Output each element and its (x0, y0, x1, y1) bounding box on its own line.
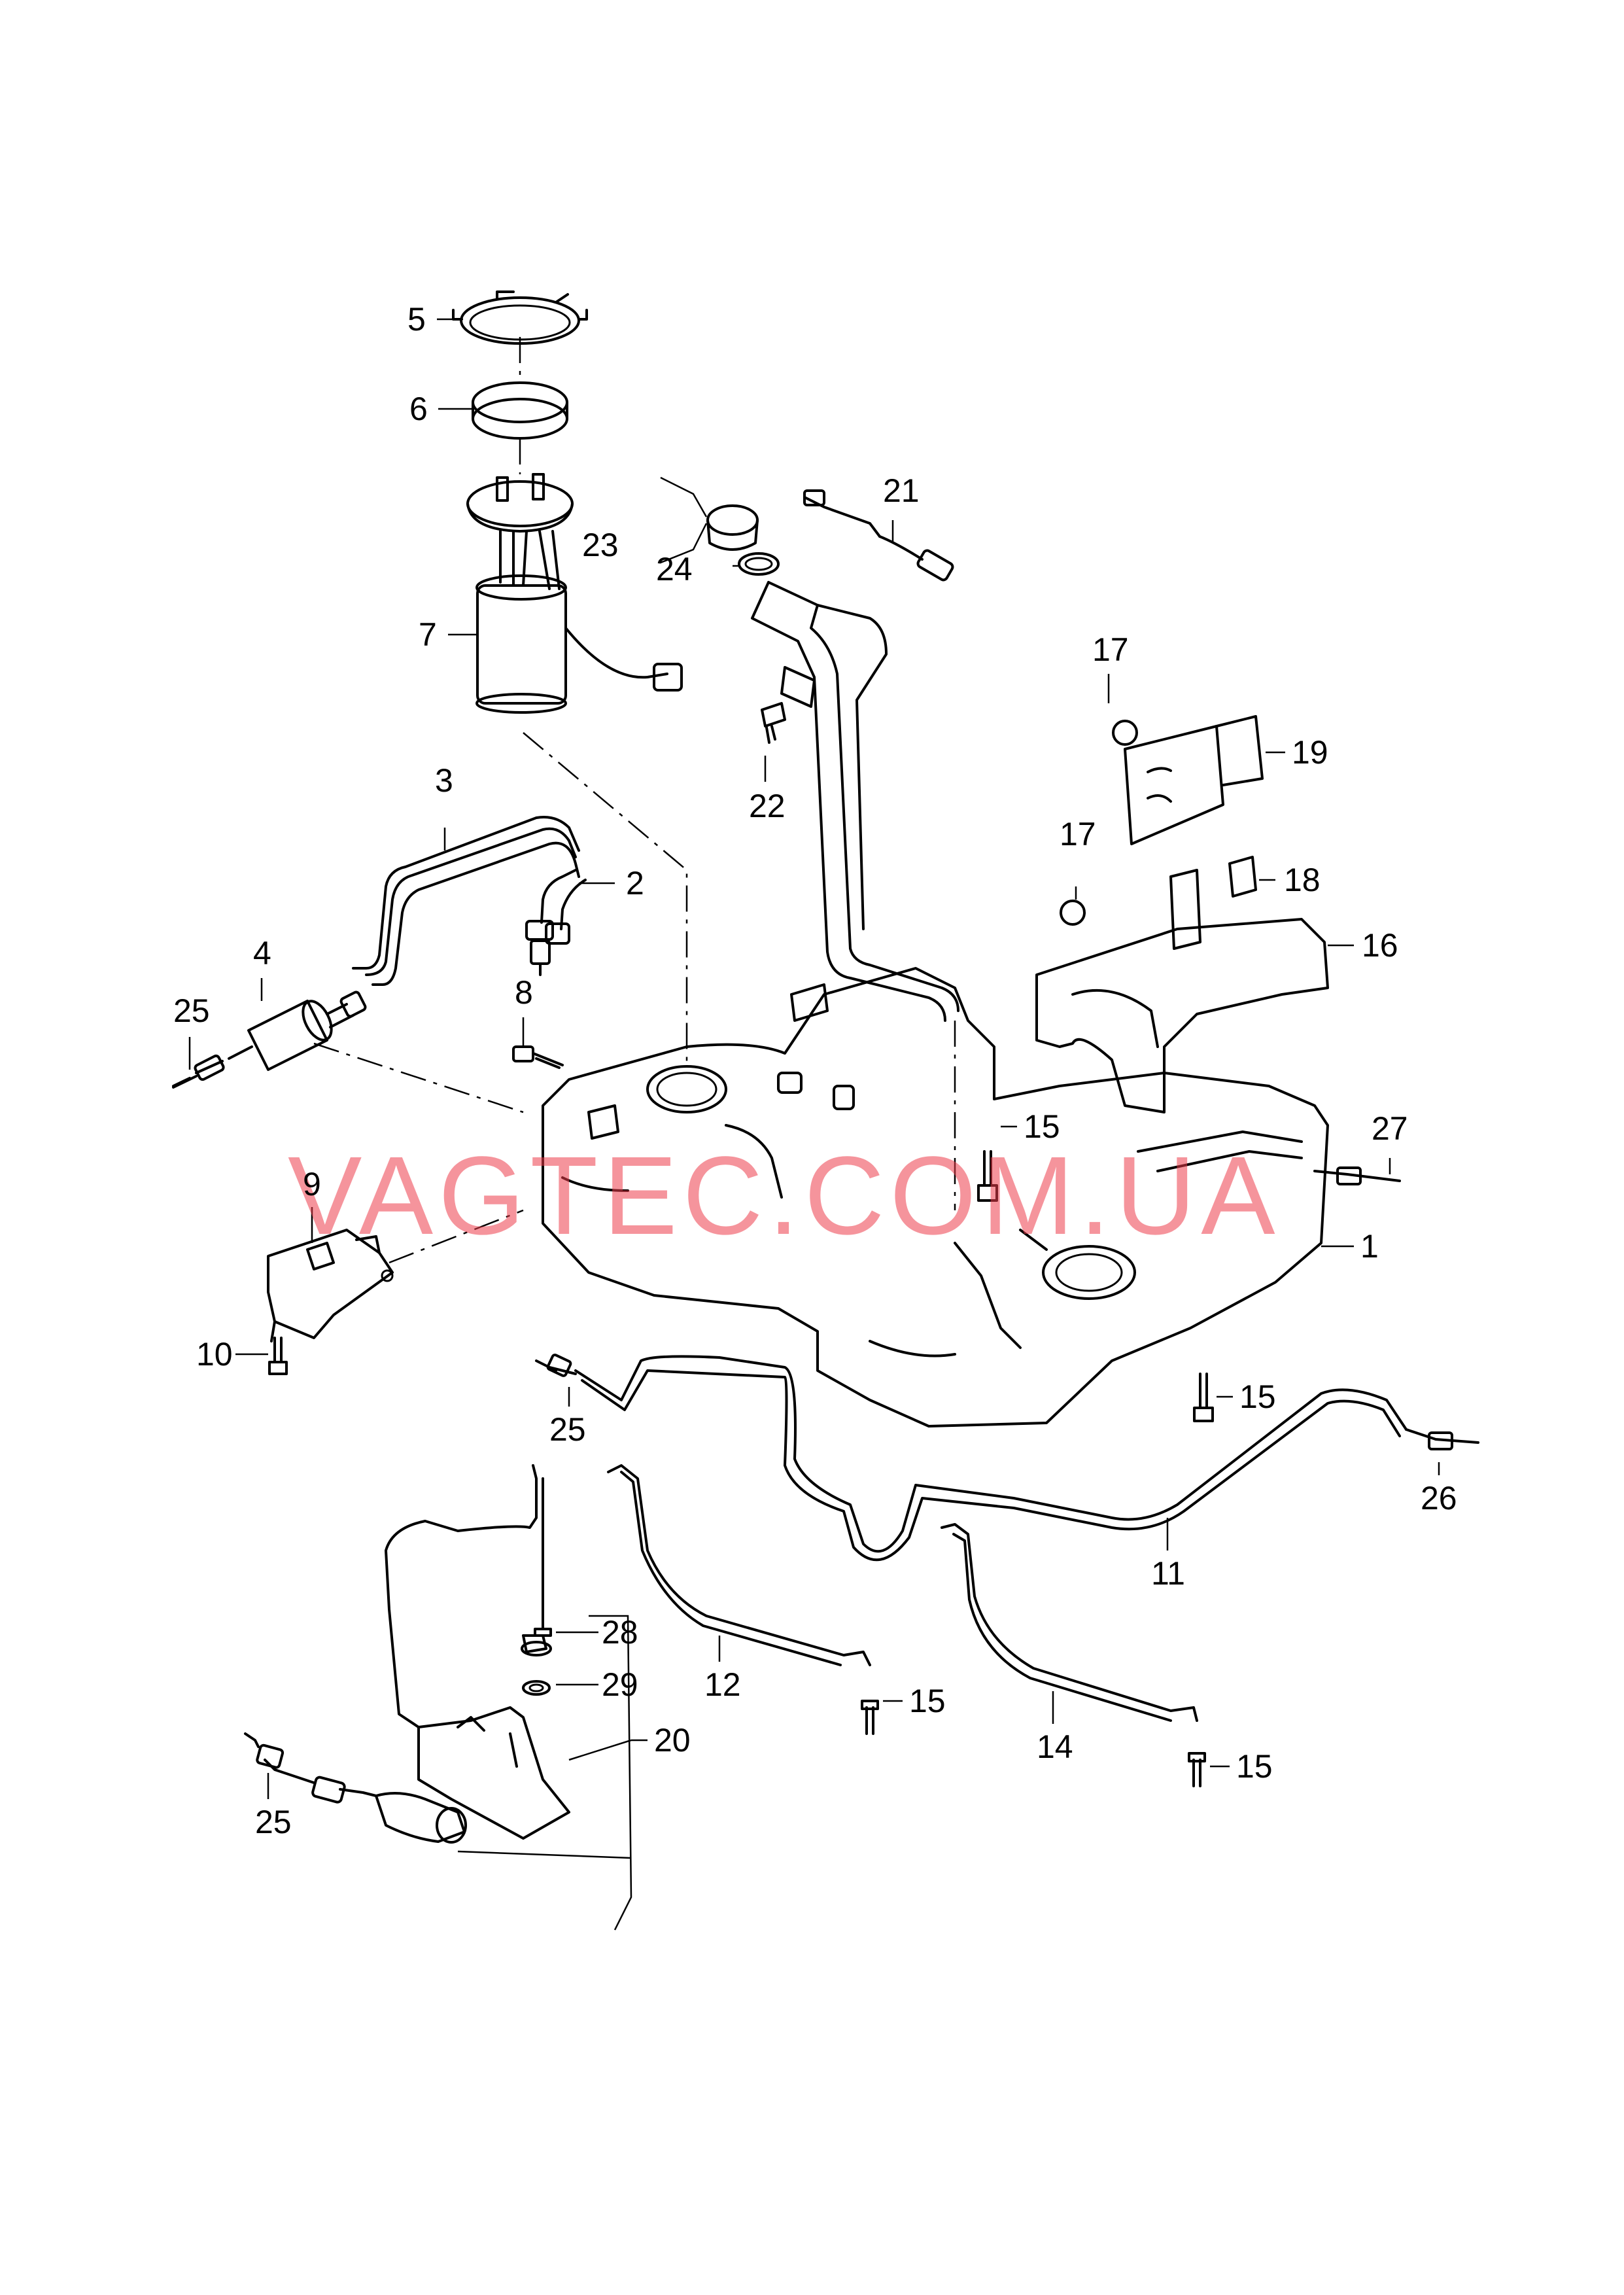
callout-15-strap12: 15 (909, 1683, 946, 1719)
callout-6: 6 (409, 391, 428, 427)
callout-20: 20 (654, 1722, 691, 1759)
callout-15-right: 15 (1239, 1378, 1276, 1415)
sensor-wire-part (803, 489, 954, 582)
callout-3: 3 (435, 762, 453, 799)
callout-15-strap14: 15 (1236, 1748, 1273, 1785)
callout-9: 9 (303, 1166, 321, 1202)
fuel-pump-unit-part (466, 473, 683, 714)
connector-ends-parts (172, 1077, 1479, 1748)
screw-8-part (512, 1045, 564, 1069)
fuel-tank-part (542, 967, 1329, 1428)
callout-18: 18 (1284, 862, 1321, 898)
callout-8: 8 (515, 974, 533, 1011)
bracket-19-part (1112, 715, 1264, 845)
callout-29: 29 (602, 1666, 638, 1703)
callout-14: 14 (1037, 1728, 1073, 1765)
filler-cap-part (706, 504, 780, 576)
callout-2: 2 (626, 865, 644, 902)
watermark-text: VAGTEC.COM.UA (288, 1134, 1281, 1258)
seal-28-29-parts (522, 1634, 551, 1696)
callout-11: 11 (1151, 1555, 1185, 1592)
callout-12: 12 (704, 1666, 741, 1703)
strap-14-part (941, 1523, 1198, 1722)
callout-22: 22 (749, 788, 786, 824)
locking-ring-part (452, 290, 588, 345)
callout-7: 7 (419, 616, 437, 653)
callout-15-tank: 15 (1024, 1108, 1060, 1145)
callout-23: 23 (582, 527, 619, 563)
screw-22-part (761, 702, 786, 744)
callout-19: 19 (1292, 734, 1328, 771)
callout-4: 4 (253, 935, 271, 972)
heat-shield-part (1035, 856, 1329, 1113)
seal-ring-part (472, 381, 568, 440)
callout-21: 21 (883, 472, 920, 509)
callout-17-lower: 17 (1060, 816, 1096, 852)
bracket-9-part (267, 1229, 394, 1342)
callout-17-upper: 17 (1092, 631, 1129, 668)
callout-5: 5 (407, 301, 426, 338)
callout-1: 1 (1360, 1228, 1379, 1265)
leader-lines (188, 318, 1440, 1931)
filler-neck-part (751, 581, 959, 1022)
callout-25-left: 25 (173, 992, 210, 1029)
callout-25-middle: 25 (549, 1411, 586, 1448)
assembly-lines (313, 337, 956, 1264)
fuel-line-11-part (574, 1355, 1408, 1562)
callout-16: 16 (1362, 927, 1398, 964)
callout-27: 27 (1372, 1110, 1408, 1147)
bolt-10-part (268, 1337, 288, 1375)
callout-26: 26 (1421, 1480, 1457, 1516)
callout-24: 24 (656, 551, 693, 587)
strap-12-part (607, 1464, 871, 1666)
callout-28: 28 (602, 1614, 638, 1651)
callout-10: 10 (196, 1336, 233, 1373)
callout-25-bottom: 25 (255, 1804, 292, 1840)
pump-bracket-20-part (256, 1464, 570, 1844)
screw-15-parts (861, 1150, 1214, 1787)
fuel-lines-part (352, 816, 587, 986)
